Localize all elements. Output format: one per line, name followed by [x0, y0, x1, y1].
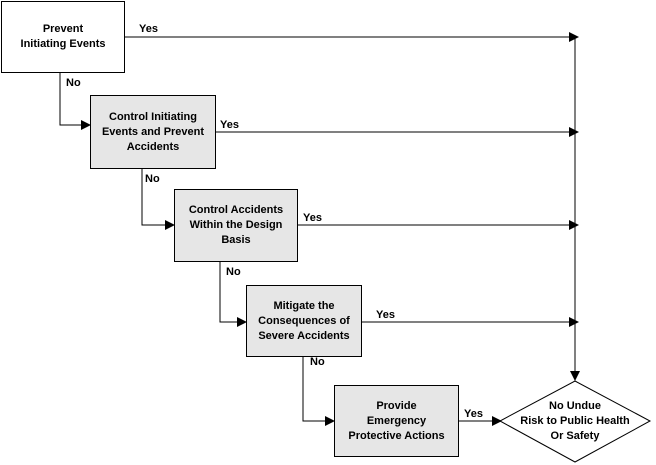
node-prevent-initiating-events: Prevent Initiating Events: [1, 1, 125, 73]
no-label-control-design: No: [226, 266, 241, 278]
yes-label-control-design: Yes: [303, 212, 322, 224]
node-mitigate-severe-accidents: Mitigate the Consequences of Severe Acci…: [246, 285, 362, 357]
yes-label-mitigate: Yes: [376, 309, 395, 321]
no-label-mitigate: No: [310, 356, 325, 368]
no-connector-control-initiating: [141, 169, 175, 230]
yes-label-emergency: Yes: [464, 408, 483, 420]
no-connector-control-design: [219, 262, 247, 327]
no-connector-prevent: [59, 73, 91, 130]
node-provide-emergency-actions: Provide Emergency Protective Actions: [334, 385, 459, 457]
no-label-control-initiating: No: [145, 173, 160, 185]
yes-label-control-initiating: Yes: [220, 119, 239, 131]
no-connector-mitigate: [302, 357, 335, 426]
outcome-label: No Undue Risk to Public Health Or Safety: [520, 399, 630, 442]
node-control-initiating-events: Control Initiating Events and Prevent Ac…: [90, 95, 216, 169]
no-label-prevent: No: [66, 77, 81, 89]
yes-label-prevent: Yes: [139, 23, 158, 35]
node-control-accidents-design-basis: Control Accidents Within the Design Basi…: [174, 189, 298, 262]
outcome-diamond: [498, 380, 652, 463]
